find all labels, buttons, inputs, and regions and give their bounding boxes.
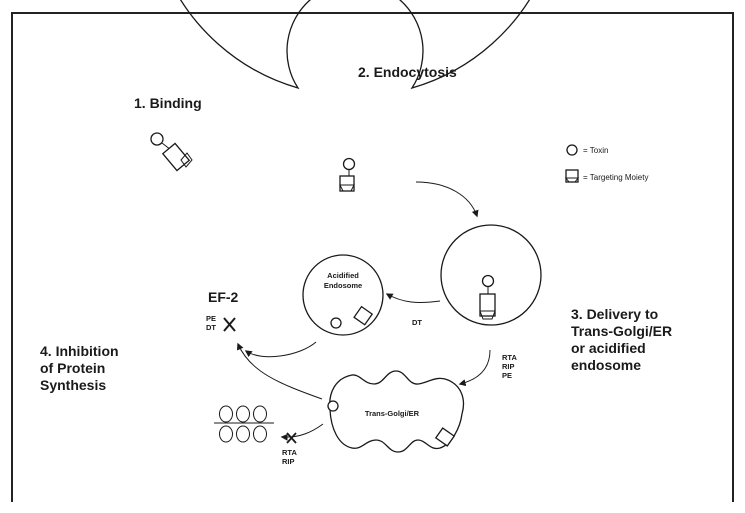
golgi-targeting-icon — [436, 428, 454, 446]
legend-toxin-label: = Toxin — [583, 146, 608, 155]
arrow-endosome-to-ef2 — [246, 342, 316, 357]
arrow-endocytosis-to-vesicle — [416, 182, 477, 216]
golgi-route-rip: RIP — [502, 362, 515, 371]
ef2-pe-label: PE — [206, 314, 216, 323]
step-binding-label: 1. Binding — [134, 95, 202, 111]
ef2-dt-label: DT — [206, 323, 216, 332]
acidified-endosome — [303, 255, 383, 335]
arrow-vesicle-to-golgi — [460, 350, 490, 384]
golgi-route-pe: PE — [502, 371, 512, 380]
step-delivery-line3: or acidified — [571, 340, 646, 356]
step-inhibition-line1: 4. Inhibition — [40, 343, 119, 359]
ribosome-rip-label: RIP — [282, 457, 295, 466]
ribosome-group — [214, 406, 274, 442]
step-endocytosis-label: 2. Endocytosis — [358, 64, 457, 80]
step-delivery-line2: Trans-Golgi/ER — [571, 323, 672, 339]
golgi-route-rta: RTA — [502, 353, 517, 362]
acidified-endosome-label-line1: Acidified — [327, 271, 359, 280]
invaginated-toxin-complex — [340, 159, 355, 192]
endosome-targeting-icon — [354, 307, 372, 325]
dt-arrow-label: DT — [412, 318, 422, 327]
ribosome-rta-label: RTA — [282, 448, 297, 457]
legend: = Toxin = Targeting Moiety — [566, 145, 648, 182]
golgi-toxin-icon — [328, 401, 338, 411]
ribosome-inhibition-cross — [287, 433, 296, 443]
ef2-inhibition-cross — [224, 318, 235, 331]
arrow-vesicle-to-endosome — [387, 294, 440, 303]
ef2-label: EF-2 — [208, 289, 239, 305]
legend-targeting-icon — [566, 170, 578, 182]
vesicle-toxin-complex — [480, 276, 495, 320]
step-delivery-line4: endosome — [571, 357, 641, 373]
endosome-toxin-icon — [331, 318, 341, 328]
arrow-golgi-to-ef2 — [238, 344, 322, 399]
cell-membrane — [149, 0, 561, 88]
step-inhibition-line3: Synthesis — [40, 377, 106, 393]
step-delivery-line1: 3. Delivery to — [571, 306, 658, 322]
legend-toxin-icon — [567, 145, 577, 155]
trans-golgi-label: Trans-Golgi/ER — [365, 409, 420, 418]
bound-toxin-complex — [151, 133, 192, 171]
acidified-endosome-label-line2: Endosome — [324, 281, 362, 290]
step-inhibition-line2: of Protein — [40, 360, 105, 376]
legend-targeting-label: = Targeting Moiety — [583, 173, 648, 182]
